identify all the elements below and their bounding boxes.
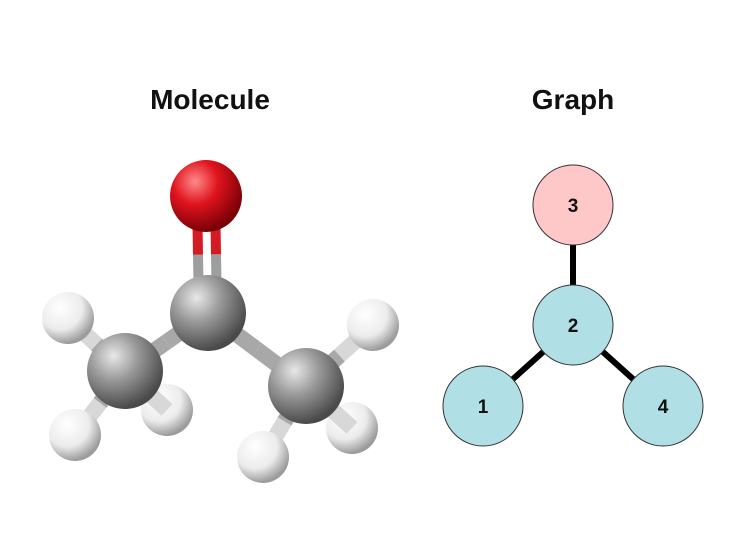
graph-node-label-1: 1 — [478, 397, 489, 418]
graph-node-4 — [622, 365, 704, 447]
atom-H3b — [237, 431, 289, 483]
atom-O — [170, 160, 242, 232]
front-atom-layer — [42, 160, 399, 483]
atom-H3a — [347, 299, 399, 351]
molecule-title: Molecule — [150, 84, 270, 115]
graph-node-1 — [442, 365, 524, 447]
atom-H1b — [49, 409, 101, 461]
atom-C1 — [87, 333, 163, 409]
atom-C3 — [268, 348, 344, 424]
graph-title: Graph — [531, 84, 615, 115]
atom-C2 — [170, 275, 246, 351]
graph-node-3 — [532, 164, 614, 246]
graph-node-label-3: 3 — [568, 196, 579, 217]
graph-node-2 — [532, 284, 614, 366]
molecule-model — [42, 160, 399, 483]
atom-H1a — [42, 292, 94, 344]
graph-node-label-2: 2 — [568, 316, 579, 337]
graph-node-label-4: 4 — [658, 397, 669, 418]
molecule-graph: 1 2 3 4 — [442, 164, 704, 447]
